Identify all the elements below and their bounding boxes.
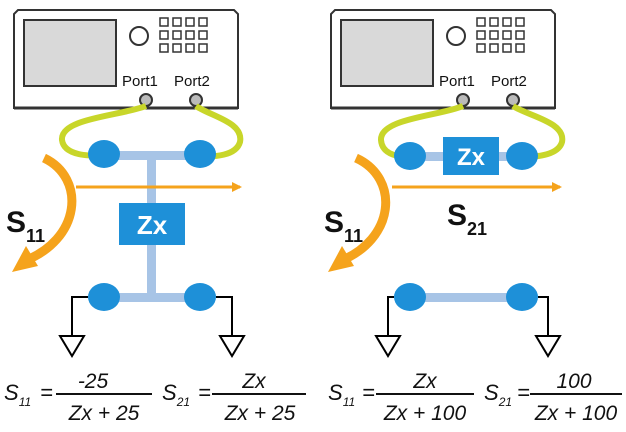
svg-text:S11: S11 bbox=[4, 380, 31, 409]
port2-connector-icon bbox=[189, 93, 203, 107]
ground-icon bbox=[58, 296, 88, 358]
s11-reflection-arrow bbox=[336, 153, 391, 267]
port2-connector-icon bbox=[506, 93, 520, 107]
bottom-line bbox=[104, 293, 200, 302]
connector-bottom-right bbox=[506, 283, 538, 311]
port1-connector-icon bbox=[456, 93, 470, 107]
right-panel: Port1 Port2 Zx S11 S21 bbox=[324, 9, 566, 358]
port2-label: Port2 bbox=[491, 73, 527, 90]
network-analyzer-right: Port1 Port2 bbox=[330, 9, 556, 110]
denominator: Zx + 25 bbox=[224, 402, 296, 425]
svg-text:=: = bbox=[362, 380, 375, 405]
s11-label: S11 bbox=[6, 206, 45, 246]
s21-label: S21 bbox=[447, 199, 487, 239]
connector-top-right bbox=[506, 142, 538, 170]
formula-right-s11: S11 = Zx Zx + 100 bbox=[328, 370, 474, 425]
cable-port1 bbox=[59, 103, 148, 159]
formula-right-s21: S21 = 100 Zx + 100 bbox=[484, 370, 622, 425]
port1-label: Port1 bbox=[122, 73, 158, 90]
connector-top-left bbox=[394, 142, 426, 170]
ground-icon bbox=[374, 296, 402, 358]
s11-label: S11 bbox=[324, 206, 363, 246]
connector-bottom-right bbox=[184, 283, 216, 311]
connector-top-left bbox=[88, 140, 120, 168]
connector-top-right bbox=[184, 140, 216, 168]
knob-icon bbox=[446, 26, 466, 46]
ground-icon bbox=[534, 296, 562, 358]
knob-icon bbox=[129, 26, 149, 46]
svg-text:S21: S21 bbox=[162, 380, 190, 409]
impedance-box bbox=[443, 137, 499, 175]
formula-left-s21: S21 = Zx Zx + 25 bbox=[162, 370, 306, 425]
analyzer-screen bbox=[23, 19, 117, 87]
s11-arrowhead-icon bbox=[12, 246, 38, 272]
impedance-box bbox=[119, 203, 185, 245]
numerator: -25 bbox=[78, 370, 109, 393]
svg-text:S21: S21 bbox=[484, 380, 512, 409]
denominator: Zx + 100 bbox=[534, 402, 618, 425]
numerator: 100 bbox=[556, 370, 591, 393]
keypad-icon bbox=[159, 17, 208, 53]
connector-bottom-left bbox=[394, 283, 426, 311]
impedance-label: Zx bbox=[137, 210, 168, 240]
svg-text:=: = bbox=[517, 380, 530, 405]
numerator: Zx bbox=[241, 370, 267, 393]
ground-icon bbox=[216, 296, 246, 358]
numerator: Zx bbox=[412, 370, 438, 393]
keypad-icon bbox=[476, 17, 525, 53]
left-panel: Port1 Port2 Zx S11 bbox=[6, 9, 246, 358]
s11-reflection-arrow bbox=[20, 153, 77, 267]
port2-label: Port2 bbox=[174, 73, 210, 90]
bottom-line bbox=[410, 293, 522, 302]
port1-connector-icon bbox=[139, 93, 153, 107]
denominator: Zx + 100 bbox=[383, 402, 467, 425]
s11-arrowhead-icon bbox=[328, 246, 354, 272]
analyzer-screen bbox=[340, 19, 434, 87]
port1-label: Port1 bbox=[439, 73, 475, 90]
denominator: Zx + 25 bbox=[68, 402, 140, 425]
formula-left-s11: S11 = -25 Zx + 25 bbox=[4, 370, 152, 425]
connector-bottom-left bbox=[88, 283, 120, 311]
svg-text:=: = bbox=[40, 380, 53, 405]
impedance-label: Zx bbox=[457, 144, 486, 171]
svg-text:=: = bbox=[198, 380, 211, 405]
svg-text:S11: S11 bbox=[328, 380, 355, 409]
network-analyzer-left: Port1 Port2 bbox=[13, 9, 239, 110]
